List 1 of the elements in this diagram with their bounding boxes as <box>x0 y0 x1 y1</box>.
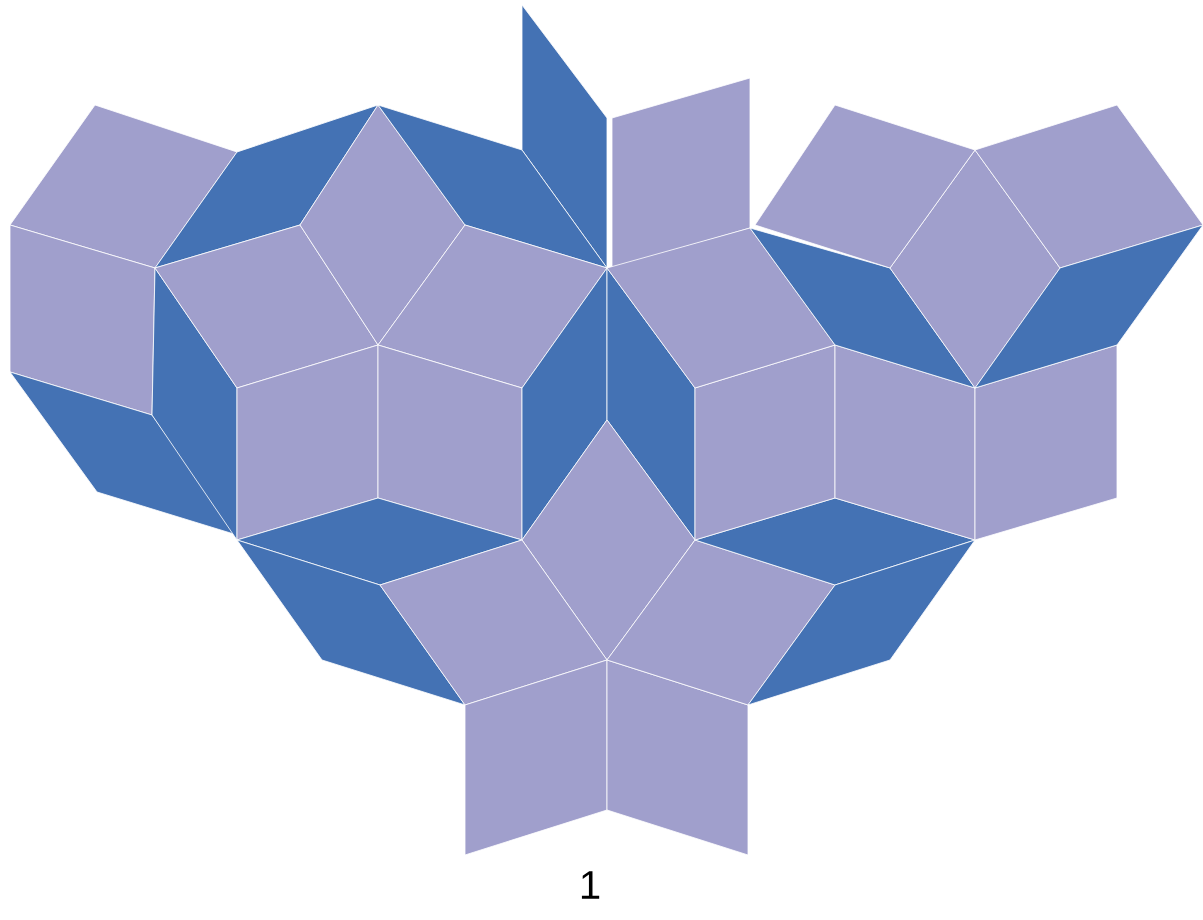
figure-number: 1 <box>581 871 600 899</box>
